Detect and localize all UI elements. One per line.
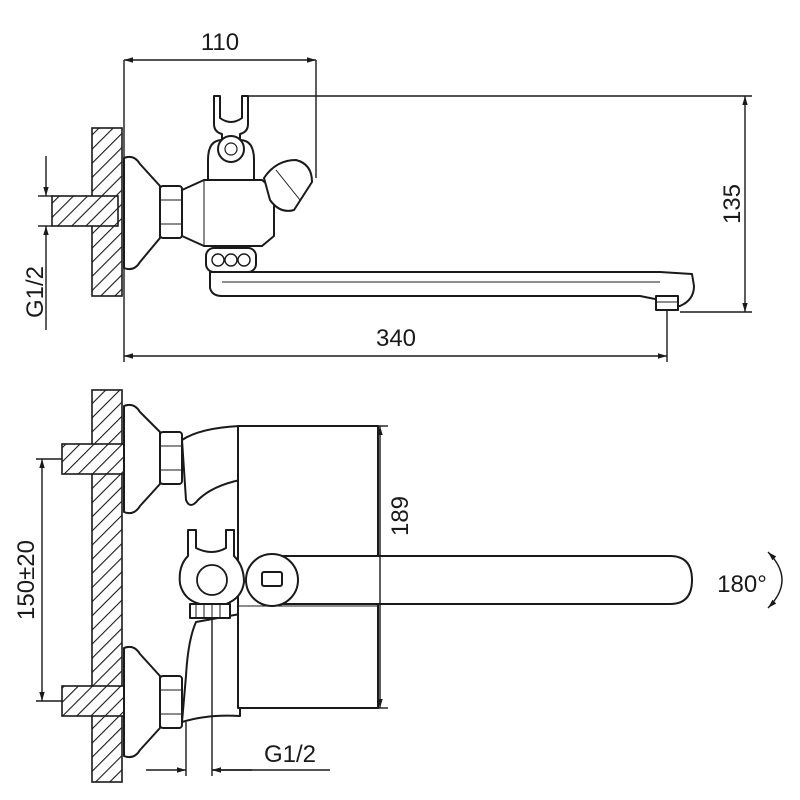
dim-g12-bottom-label: G1/2: [264, 741, 316, 768]
aerator-outlet: [655, 295, 679, 311]
dim-110-label: 110: [201, 29, 239, 56]
side-view: 110 135 340 G1/2: [22, 29, 752, 362]
inlet-pipe-lower: [61, 685, 125, 717]
spout-top-view: [267, 555, 693, 605]
nut-lower: [159, 675, 183, 729]
top-view: 150±20 189 G1/2 180°: [13, 389, 783, 783]
eccentric-nut-top: [159, 185, 183, 239]
wall-flange-top: [123, 155, 161, 271]
rotation-arrow-icon: [767, 551, 783, 609]
dim-135-label: 135: [719, 184, 746, 224]
dim-180-label: 180°: [717, 571, 767, 598]
inlet-pipe-upper: [61, 443, 125, 475]
flange-lower: [123, 645, 161, 759]
nut-upper: [159, 431, 183, 485]
dim-340-label: 340: [376, 325, 416, 352]
spout-side: [209, 271, 695, 307]
dim-150-label: 150±20: [13, 540, 40, 620]
dim-g12-side-label: G1/2: [22, 266, 49, 318]
dim-189-label: 189: [387, 496, 414, 536]
inlet-pipe-top: [51, 195, 119, 227]
faucet-body-side: [181, 179, 275, 247]
flange-upper: [123, 403, 161, 515]
